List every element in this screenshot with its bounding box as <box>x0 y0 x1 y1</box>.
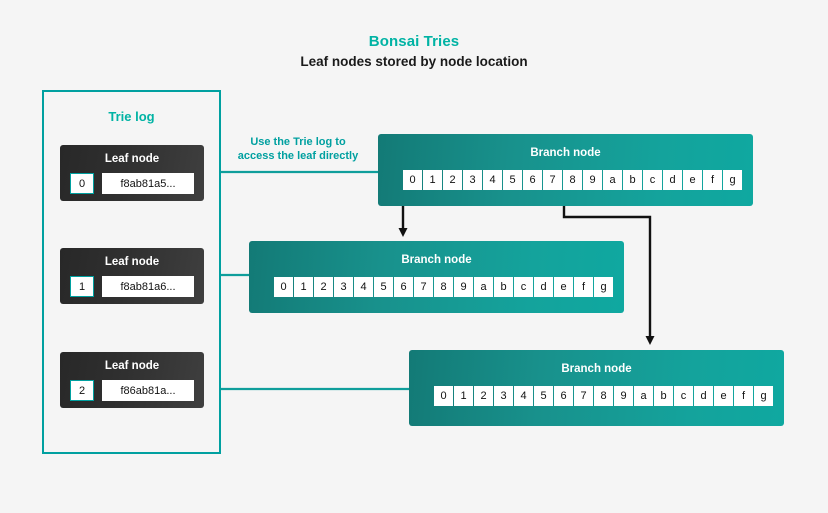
branch-node-title: Branch node <box>530 147 601 159</box>
branch-node-cell[interactable]: c <box>643 170 662 190</box>
branch-node-cell[interactable]: c <box>514 277 533 297</box>
branch-node-cell[interactable]: g <box>723 170 742 190</box>
branch-node-cell[interactable]: a <box>603 170 622 190</box>
leaf-node-title: Leaf node <box>104 360 160 372</box>
branch-node-cell[interactable]: 5 <box>503 170 522 190</box>
branch-node-cell[interactable]: 7 <box>414 277 433 297</box>
branch-node-cell[interactable]: 0 <box>274 277 293 297</box>
leaf-node-row: 0 f8ab81a5... <box>70 173 194 194</box>
branch-node-cell[interactable]: b <box>654 386 673 406</box>
leaf-node-index: 0 <box>70 173 94 194</box>
annotation-line-2: access the leaf directly <box>237 149 359 162</box>
branch-node-cell[interactable]: e <box>554 277 573 297</box>
branch-node-cell[interactable]: 3 <box>334 277 353 297</box>
branch-node-cell[interactable]: 1 <box>294 277 313 297</box>
branch-node-cell[interactable]: 3 <box>494 386 513 406</box>
branch-node-cell[interactable]: 1 <box>423 170 442 190</box>
branch-node-cell[interactable]: 2 <box>314 277 333 297</box>
leaf-node-card-0[interactable]: Leaf node 0 f8ab81a5... <box>60 145 204 201</box>
branch-node-cell[interactable]: g <box>594 277 613 297</box>
trie-log-title: Trie log <box>108 109 155 124</box>
branch-node-cell[interactable]: e <box>714 386 733 406</box>
annotation-line-1: Use the Trie log to <box>250 136 346 148</box>
page-title: Bonsai Tries <box>368 33 460 50</box>
branch-node-cell[interactable]: f <box>703 170 722 190</box>
branch-node-cell[interactable]: 8 <box>434 277 453 297</box>
leaf-node-index: 1 <box>70 276 94 297</box>
branch-node-cell[interactable]: a <box>474 277 493 297</box>
branch-node-cell[interactable]: c <box>674 386 693 406</box>
branch-node-cell[interactable]: 8 <box>563 170 582 190</box>
branch-node-cell[interactable]: 5 <box>534 386 553 406</box>
branch-node-cell[interactable]: 4 <box>354 277 373 297</box>
branch-node-cell[interactable]: 8 <box>594 386 613 406</box>
branch-node-cell[interactable]: b <box>623 170 642 190</box>
branch-node-cell[interactable]: a <box>634 386 653 406</box>
leaf-node-hash: f8ab81a5... <box>102 173 194 194</box>
leaf-node-title: Leaf node <box>104 256 160 268</box>
branch-node-cell[interactable]: d <box>694 386 713 406</box>
leaf-node-row: 1 f8ab81a6... <box>70 276 194 297</box>
page-subtitle: Leaf nodes stored by node location <box>300 54 528 69</box>
leaf-node-row: 2 f86ab81a... <box>70 380 194 401</box>
branch-node-cell[interactable]: 3 <box>463 170 482 190</box>
branch-node-cell[interactable]: 2 <box>474 386 493 406</box>
branch-node-cell[interactable]: 9 <box>454 277 473 297</box>
branch-node-title: Branch node <box>401 254 472 266</box>
leaf-node-hash: f8ab81a6... <box>102 276 194 297</box>
branch-node-cell[interactable]: 9 <box>583 170 602 190</box>
branch-node-cell[interactable]: 7 <box>543 170 562 190</box>
branch-node-cell[interactable]: 6 <box>554 386 573 406</box>
branch-node-cell[interactable]: 0 <box>403 170 422 190</box>
branch-node-cell[interactable]: g <box>754 386 773 406</box>
leaf-node-card-2[interactable]: Leaf node 2 f86ab81a... <box>60 352 204 408</box>
branch-node-cell[interactable]: 2 <box>443 170 462 190</box>
branch-node-cell[interactable]: e <box>683 170 702 190</box>
branch-node-cell[interactable]: 7 <box>574 386 593 406</box>
branch-node-title: Branch node <box>561 363 632 375</box>
branch-node-cell[interactable]: d <box>663 170 682 190</box>
branch-node-cell[interactable]: 6 <box>394 277 413 297</box>
leaf-node-card-1[interactable]: Leaf node 1 f8ab81a6... <box>60 248 204 304</box>
leaf-node-hash: f86ab81a... <box>102 380 194 401</box>
branch-node-cell[interactable]: 5 <box>374 277 393 297</box>
branch-node-cell[interactable]: 4 <box>514 386 533 406</box>
branch-node-cell[interactable]: 1 <box>454 386 473 406</box>
branch-node-cell[interactable]: b <box>494 277 513 297</box>
branch-node-cell[interactable]: 0 <box>434 386 453 406</box>
branch-node-cell[interactable]: d <box>534 277 553 297</box>
branch-node-cell[interactable]: 9 <box>614 386 633 406</box>
branch-node-cell[interactable]: 4 <box>483 170 502 190</box>
leaf-node-index: 2 <box>70 380 94 401</box>
annotation-text: Use the Trie log to access the leaf dire… <box>222 136 374 163</box>
branch-node-cell[interactable]: f <box>574 277 593 297</box>
branch-node-cell[interactable]: 6 <box>523 170 542 190</box>
leaf-node-title: Leaf node <box>104 153 160 165</box>
branch-node-cell[interactable]: f <box>734 386 753 406</box>
